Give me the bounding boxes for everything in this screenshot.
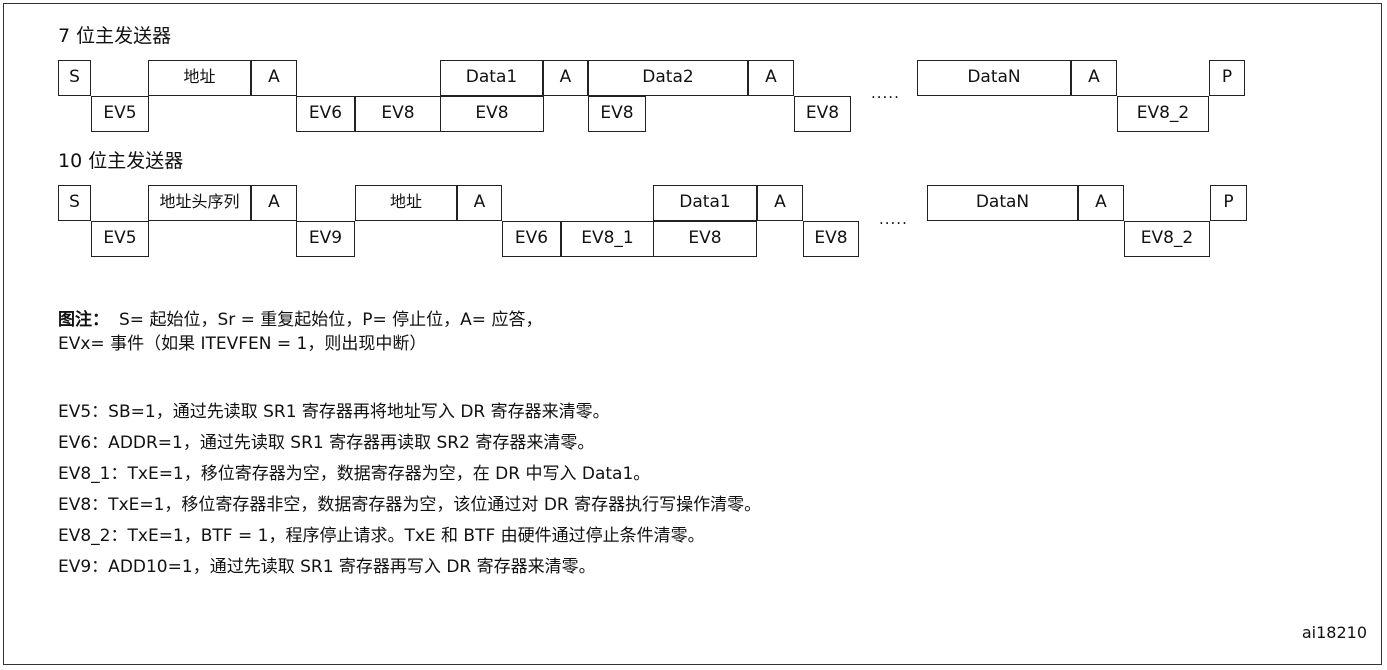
event-ev9: EV9：ADD10=1，通过先读取 SR1 寄存器再写入 DR 寄存器来清零。 <box>58 557 596 577</box>
legend-line-1: 图注： S= 起始位，Sr = 重复起始位，P= 停止位，A= 应答， <box>58 308 542 332</box>
seq10-ev8-a: EV8 <box>653 221 757 257</box>
seq7-ev8-3: EV8 <box>588 96 646 132</box>
seq10-ellipsis: ..... <box>879 210 908 228</box>
event-ev5: EV5：SB=1，通过先读取 SR1 寄存器再将地址写入 DR 寄存器来清零。 <box>58 402 610 422</box>
seq10-ack-address: A <box>457 185 502 221</box>
seq10-data1: Data1 <box>653 185 757 221</box>
seq10-header: 地址头序列 <box>148 185 251 221</box>
seq7-ev8-2: EV8 <box>440 96 544 132</box>
event-ev8-2: EV8_2：TxE=1，BTF = 1，程序停止请求。TxE 和 BTF 由硬件… <box>58 526 705 546</box>
seq7-ack-data2: A <box>748 60 794 96</box>
seq7-ev8-4: EV8 <box>794 96 851 132</box>
legend-label: 图注： <box>58 310 109 330</box>
seq7-data2: Data2 <box>588 60 748 96</box>
seq10-ack-datan: A <box>1078 185 1124 221</box>
event-ev8-1: EV8_1：TxE=1，移位寄存器为空，数据寄存器为空，在 DR 中写入 Dat… <box>58 464 651 484</box>
seq7-ack-address: A <box>251 60 297 96</box>
seq10-ev6: EV6 <box>502 221 561 257</box>
seq7-data1: Data1 <box>440 60 543 96</box>
seq10-ev9: EV9 <box>296 221 355 257</box>
seq7-ev8-1: EV8 <box>355 96 441 132</box>
figure-frame <box>3 3 1382 665</box>
seq7-address: 地址 <box>148 60 251 96</box>
seq10-datan: DataN <box>927 185 1078 221</box>
seq10-ack-data1: A <box>757 185 803 221</box>
seq10-ev8-1: EV8_1 <box>561 221 654 257</box>
seq10-ack-header: A <box>251 185 297 221</box>
event-ev8: EV8：TxE=1，移位寄存器非空，数据寄存器为空，该位通过对 DR 寄存器执行… <box>58 495 762 515</box>
event-list: EV5：SB=1，通过先读取 SR1 寄存器再将地址写入 DR 寄存器来清零。 … <box>58 397 761 583</box>
seq7-ev5: EV5 <box>91 96 149 132</box>
seq10-ev8-b: EV8 <box>803 221 859 257</box>
seq7-datan: DataN <box>917 60 1071 96</box>
seq10-address: 地址 <box>355 185 457 221</box>
seq10-stop: P <box>1210 185 1247 221</box>
title-10bit: 10 位主发送器 <box>58 150 184 172</box>
seq7-start: S <box>58 60 91 96</box>
seq7-stop: P <box>1209 60 1245 96</box>
legend-symbols: S= 起始位，Sr = 重复起始位，P= 停止位，A= 应答， <box>119 310 543 330</box>
figure-id: ai18210 <box>1301 623 1367 642</box>
seq10-ev8-2: EV8_2 <box>1124 221 1210 257</box>
seq7-ellipsis: ..... <box>871 84 900 102</box>
title-7bit: 7 位主发送器 <box>58 25 172 47</box>
seq7-ev6: EV6 <box>296 96 355 132</box>
seq10-ev5: EV5 <box>91 221 149 257</box>
legend: 图注： S= 起始位，Sr = 重复起始位，P= 停止位，A= 应答， EVx= … <box>58 308 542 356</box>
seq10-start: S <box>58 185 91 221</box>
event-ev6: EV6：ADDR=1，通过先读取 SR1 寄存器再读取 SR2 寄存器来清零。 <box>58 433 595 453</box>
seq7-ack-data1: A <box>543 60 588 96</box>
seq7-ev8-2-final: EV8_2 <box>1117 96 1209 132</box>
legend-line-2: EVx= 事件（如果 ITEVFEN = 1，则出现中断） <box>58 334 427 354</box>
seq7-ack-datan: A <box>1071 60 1117 96</box>
